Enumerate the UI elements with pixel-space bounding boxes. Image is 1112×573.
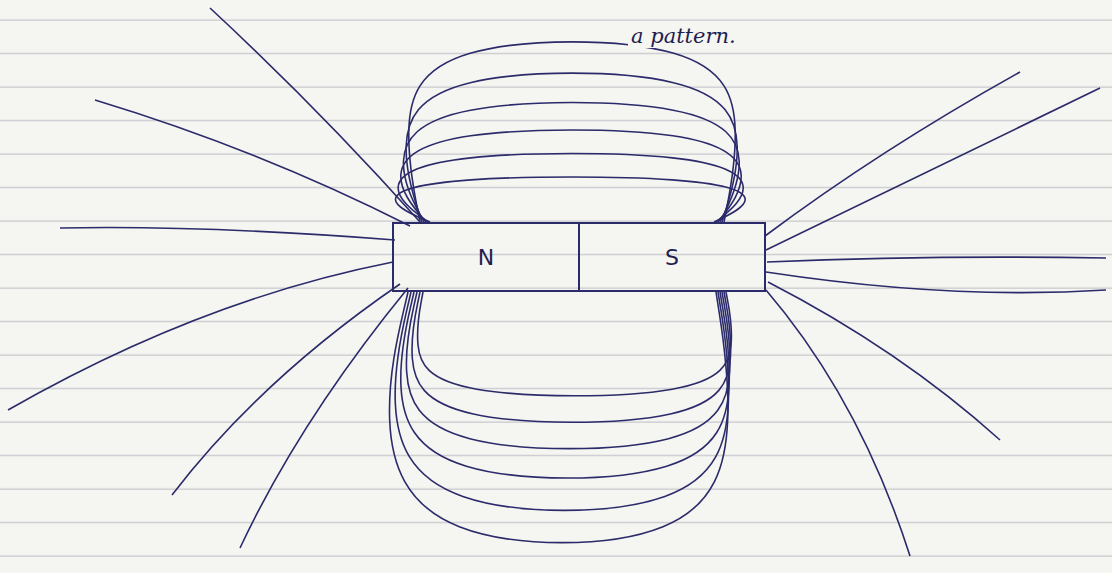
field-line [409,42,735,222]
pole-letter: S [665,245,679,270]
handwritten-note: a pattern. [628,24,739,48]
pole-letter: N [478,245,494,270]
field-line [401,292,730,478]
outer-field-lines [8,8,1106,556]
field-line [406,292,730,449]
field-line [418,292,732,396]
field-line [406,73,737,222]
field-line [412,292,731,422]
field-line [401,130,741,222]
magnet-pole: S [578,222,766,292]
magnet-pole: N [392,222,580,292]
field-line [395,177,745,222]
field-line [389,292,727,543]
field-line [395,292,728,510]
field-line [398,153,743,222]
field-line [403,103,739,222]
